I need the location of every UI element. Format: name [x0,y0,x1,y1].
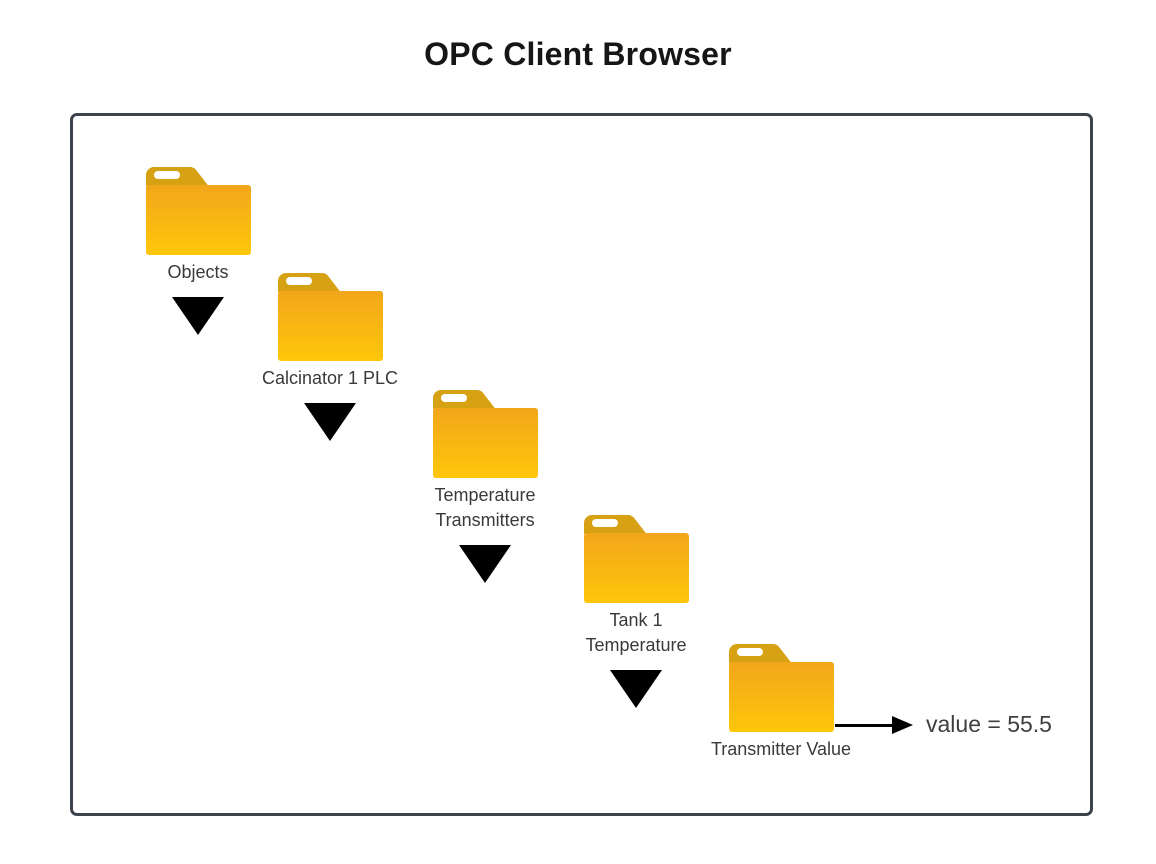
tree-node-temperature-transmitters[interactable]: Temperature Transmitters [410,389,560,583]
folder-icon[interactable] [277,272,384,362]
folder-icon[interactable] [432,389,539,479]
expand-arrow-icon[interactable] [172,297,224,335]
folder-icon[interactable] [145,166,252,256]
page-title: OPC Client Browser [424,36,732,72]
folder-label: Transmitter Value [710,739,852,759]
folder-label: Tank 1 Temperature [585,610,687,655]
folder-label: Temperature Transmitters [434,485,536,530]
tree-node-tank-1-temperature[interactable]: Tank 1 Temperature [561,514,711,708]
tree-node-objects[interactable]: Objects [123,166,273,335]
expand-arrow-icon[interactable] [304,403,356,441]
folder-label: Calcinator 1 PLC [261,368,399,388]
expand-arrow-icon[interactable] [610,670,662,708]
leaf-value-text: value = 55.5 [926,711,1052,737]
arrow-right-head-icon [892,716,913,734]
arrow-right-icon [835,724,893,727]
tree-node-transmitter-value[interactable]: Transmitter Value [701,643,861,762]
tree-node-calcinator-1-plc[interactable]: Calcinator 1 PLC [255,272,405,441]
expand-arrow-icon[interactable] [459,545,511,583]
folder-label: Objects [167,262,229,282]
folder-icon[interactable] [583,514,690,604]
folder-icon[interactable] [728,643,835,733]
